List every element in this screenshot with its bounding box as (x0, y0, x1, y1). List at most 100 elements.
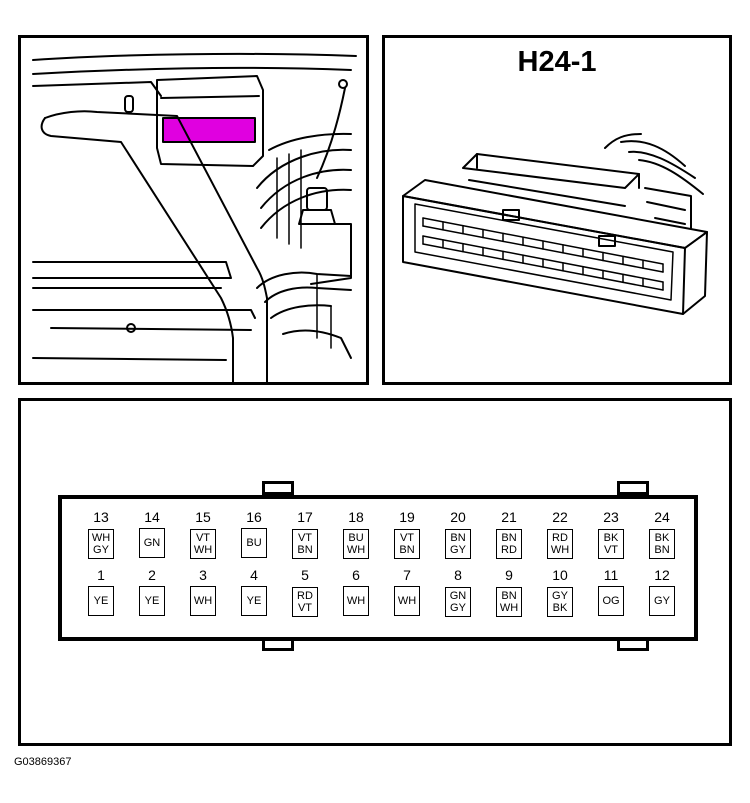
wire-color-primary: RD (552, 532, 568, 544)
wire-color-secondary: VT (297, 602, 313, 614)
wire-color-primary: BU (348, 532, 364, 544)
tray-lower (32, 261, 232, 279)
wire-color-secondary: GY (450, 602, 466, 614)
wire-color-primary: BN (501, 590, 517, 602)
wire-color-secondary: BN (654, 544, 670, 556)
module-housing (156, 75, 264, 167)
wire-color-primary: BU (246, 537, 262, 549)
hose-upper (256, 148, 352, 189)
wire-color-primary: GN (143, 537, 161, 549)
wire-color-box: WH (343, 586, 369, 616)
sensor-wire (316, 87, 346, 179)
wire-color-secondary: RD (501, 544, 517, 556)
wire-color-box: OG (598, 586, 624, 616)
pin-number: 13 (93, 509, 109, 525)
connector-highlight (162, 117, 256, 143)
pin-number: 8 (454, 567, 462, 583)
pin-number: 14 (144, 509, 160, 525)
pin-number: 6 (352, 567, 360, 583)
pin-number: 17 (297, 509, 313, 525)
wire-color-secondary: BN (297, 544, 313, 556)
pin-number: 4 (250, 567, 258, 583)
connector-illustration-panel: H24-1 (382, 35, 732, 385)
pin-number: 5 (301, 567, 309, 583)
pin-number: 11 (603, 567, 619, 583)
housing-front (402, 195, 686, 315)
connector-drawing (402, 133, 708, 315)
wire-color-secondary: GY (93, 544, 109, 556)
wire-color-primary: OG (602, 595, 620, 607)
pin-number: 19 (399, 509, 415, 525)
latch-bump-left (502, 209, 520, 221)
panel-edge (32, 81, 162, 97)
bracket-arm-inner (40, 117, 234, 382)
wire-color-primary: VT (399, 532, 415, 544)
wire-color-primary: BK (603, 532, 619, 544)
hood-line-2 (32, 66, 352, 75)
wire-color-secondary: WH (550, 544, 570, 556)
wire-color-primary: YE (144, 595, 160, 607)
figure-id: G03869367 (14, 756, 72, 768)
pin-number: 3 (199, 567, 207, 583)
wire-color-primary: VT (297, 532, 313, 544)
bracket-arm (44, 110, 268, 382)
module-edge (160, 95, 260, 99)
pin-number: 22 (552, 509, 568, 525)
wire-color-box: YE (139, 586, 165, 616)
wire-color-primary: WH (193, 595, 213, 607)
wire-color-secondary: WH (193, 544, 213, 556)
pin-number: 23 (603, 509, 619, 525)
pin-number: 2 (148, 567, 156, 583)
engine-bay-drawing (32, 52, 357, 382)
wire-color-primary: YE (93, 595, 109, 607)
wire-color-box: GY (649, 586, 675, 616)
wire-color-secondary: GY (450, 544, 466, 556)
wire-color-secondary: WH (499, 602, 519, 614)
mount-slot (124, 95, 134, 113)
wire-color-secondary: WH (346, 544, 366, 556)
wire-color-primary: GN (449, 590, 467, 602)
wire-color-primary: WH (397, 595, 417, 607)
wire-color-primary: VT (195, 532, 211, 544)
wire-color-primary: BN (501, 532, 517, 544)
wire-color-box: GN (139, 528, 165, 558)
housing-tab-top-left (262, 481, 294, 495)
wire-color-box: YE (241, 586, 267, 616)
wire-color-box: WH (190, 586, 216, 616)
connector-title: H24-1 (517, 46, 597, 78)
pin-number: 16 (246, 509, 262, 525)
latch-bump-right (598, 235, 616, 247)
wire-color-box: BU (241, 528, 267, 558)
housing-tab-top-right (617, 481, 649, 495)
pin-number: 1 (97, 567, 105, 583)
pin-number: 15 (195, 509, 211, 525)
